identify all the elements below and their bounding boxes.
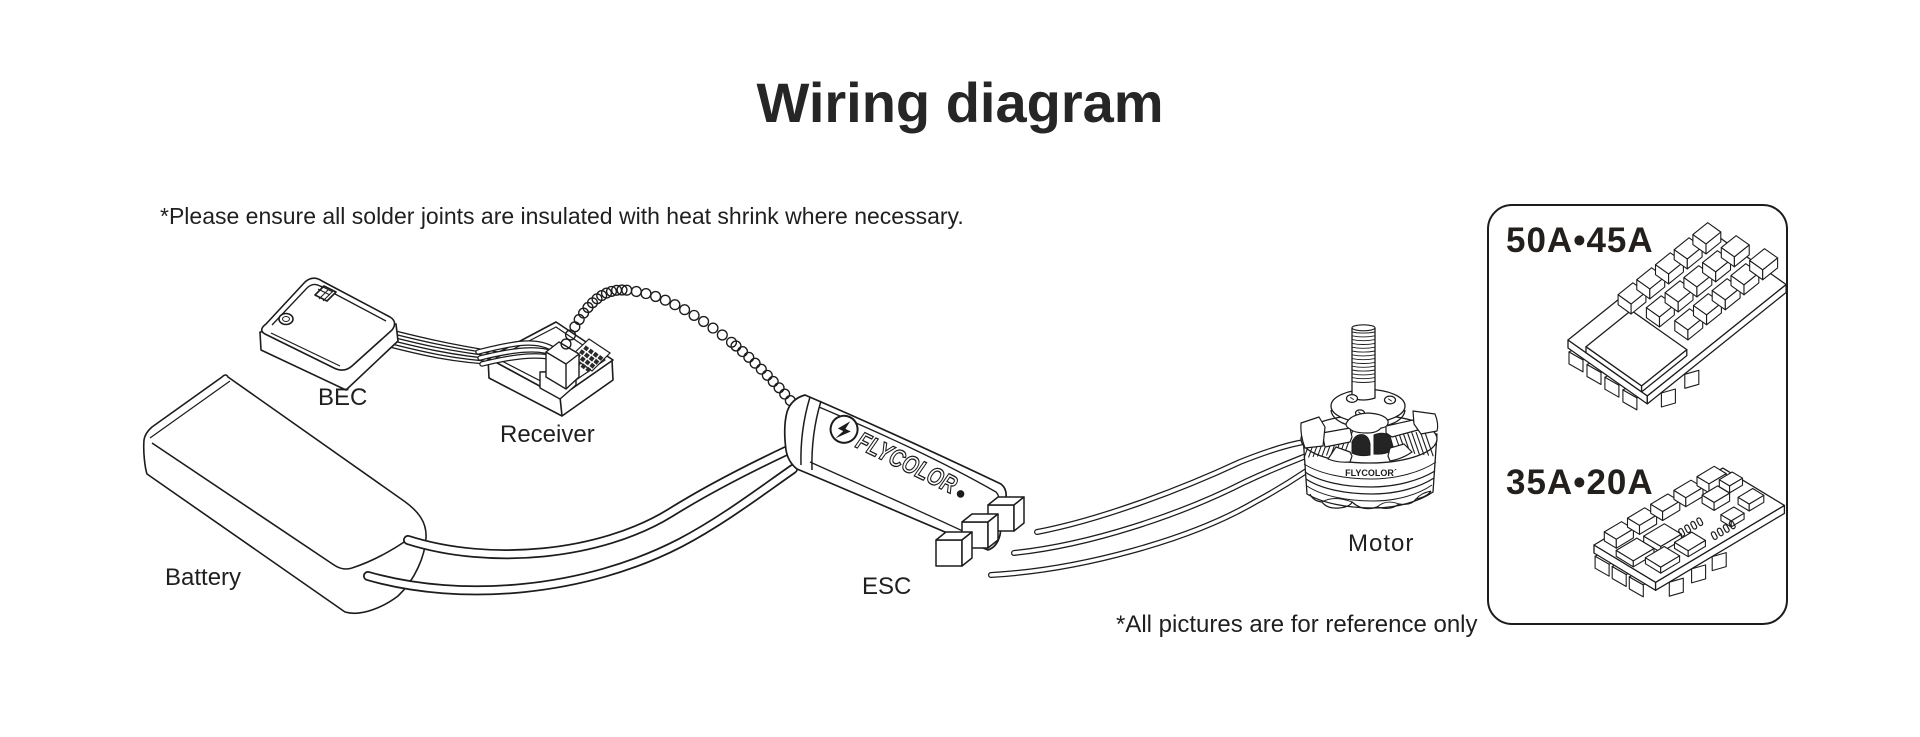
svg-text:Motor: Motor [1348, 530, 1414, 557]
svg-text:*All pictures are for referenc: *All pictures are for reference only [1116, 611, 1478, 638]
svg-text:FLYCOLOR´: FLYCOLOR´ [1345, 468, 1397, 478]
svg-text:Battery: Battery [165, 564, 241, 591]
svg-text:BEC: BEC [318, 384, 367, 411]
svg-text:Wiring diagram: Wiring diagram [756, 71, 1163, 134]
svg-text:35A•20A: 35A•20A [1506, 463, 1654, 502]
svg-text:ESC: ESC [862, 573, 911, 600]
svg-text:Receiver: Receiver [500, 421, 595, 448]
svg-text:*Please ensure all solder join: *Please ensure all solder joints are ins… [160, 203, 964, 229]
svg-text:50A•45A: 50A•45A [1506, 221, 1654, 260]
